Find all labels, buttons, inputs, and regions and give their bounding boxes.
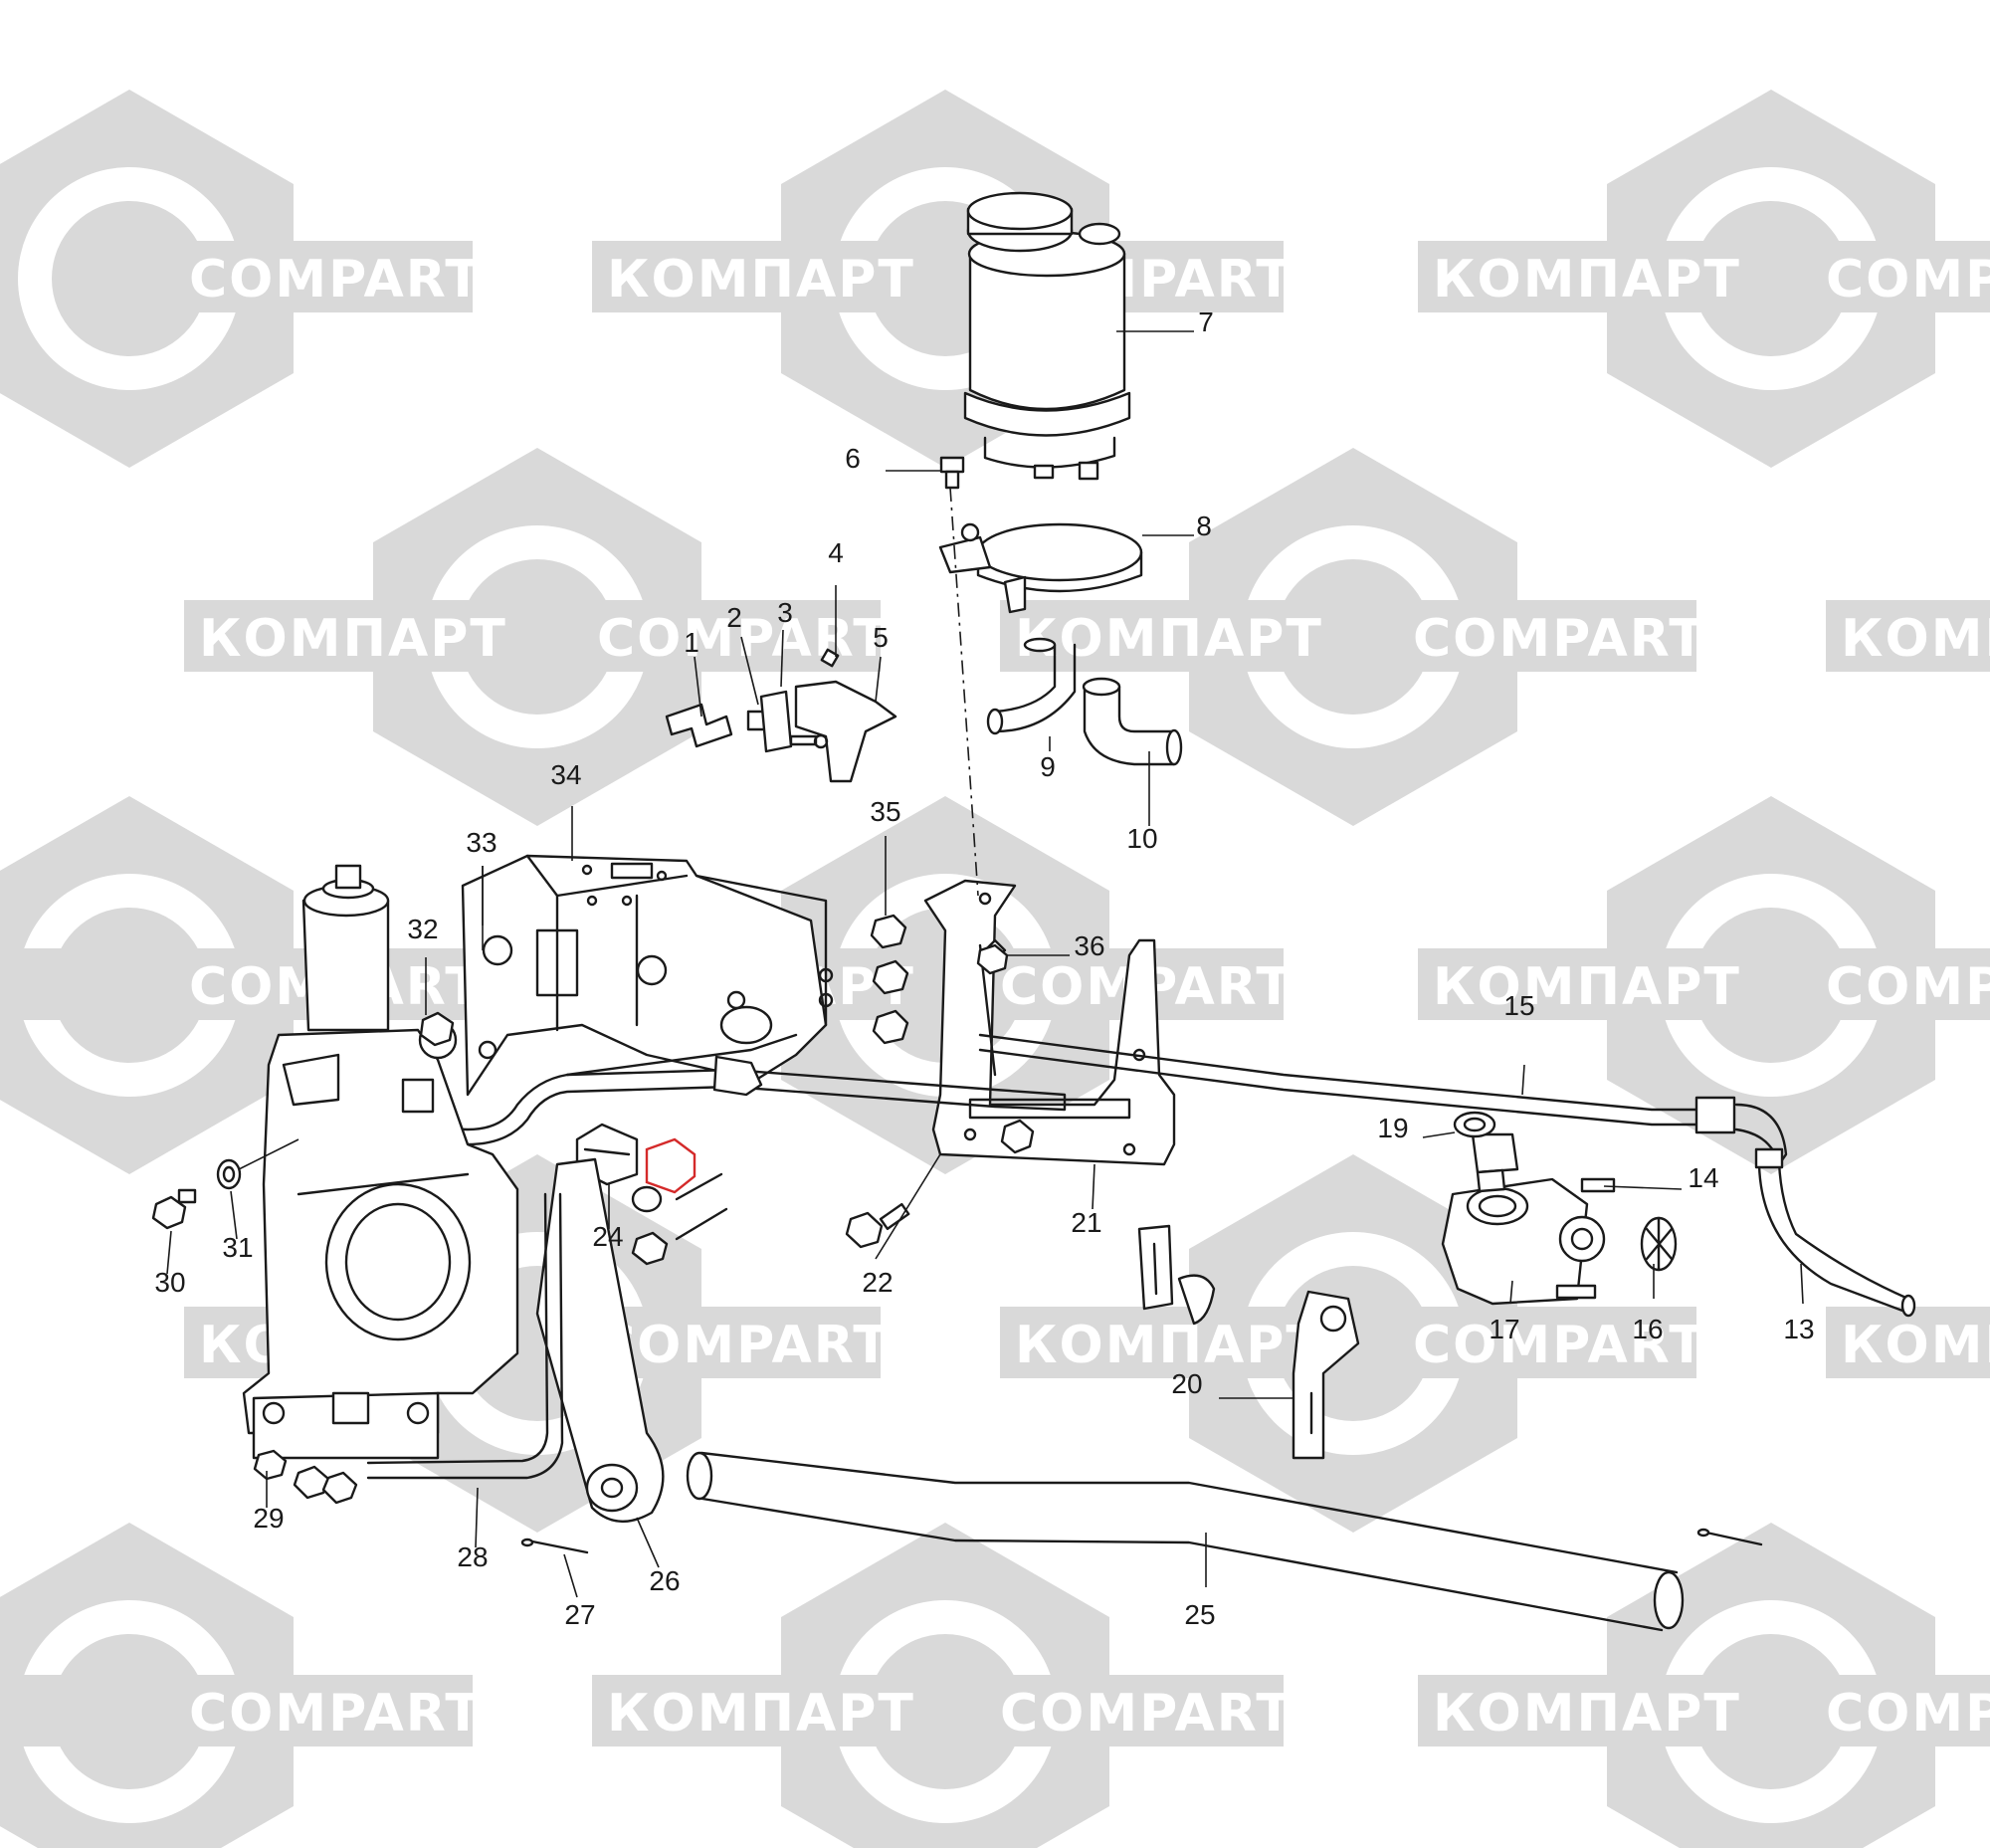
watermark-label: COMPART bbox=[1000, 1684, 1294, 1744]
parts-layer bbox=[151, 191, 1916, 1632]
callout-17: 17 bbox=[1489, 1314, 1519, 1344]
long-pipe-25 bbox=[686, 1451, 1685, 1632]
pipe-28 bbox=[366, 1192, 564, 1480]
bolt-6 bbox=[939, 456, 965, 490]
callout-2: 2 bbox=[726, 602, 742, 633]
watermark-label: КОМПАРТ bbox=[1433, 250, 1741, 309]
callout-14: 14 bbox=[1688, 1162, 1718, 1193]
callout-13: 13 bbox=[1783, 1314, 1814, 1344]
callout-3: 3 bbox=[777, 597, 793, 628]
callout-21: 21 bbox=[1071, 1207, 1101, 1238]
pulley-16 bbox=[1640, 1216, 1678, 1272]
watermark-label: COMPART bbox=[189, 1684, 483, 1744]
callout-4: 4 bbox=[828, 537, 844, 568]
hose-10 bbox=[1082, 677, 1183, 766]
callout-31: 31 bbox=[222, 1232, 253, 1263]
callout-1: 1 bbox=[684, 627, 699, 658]
hose-13 bbox=[1754, 1147, 1916, 1318]
callout-32: 32 bbox=[407, 914, 438, 944]
pitman-arm bbox=[535, 1157, 665, 1524]
callout-33: 33 bbox=[466, 827, 497, 858]
leader-lines bbox=[166, 330, 1804, 1598]
highlighted-part-marker bbox=[631, 1137, 728, 1266]
watermark-label: COMPART bbox=[1826, 1684, 1990, 1744]
nut-36 bbox=[976, 943, 1009, 975]
watermark-label: КОМПАРТ bbox=[199, 609, 507, 669]
callout-9: 9 bbox=[1040, 751, 1056, 782]
bolt-30 bbox=[151, 1188, 197, 1230]
callout-19: 19 bbox=[1377, 1113, 1408, 1143]
watermark-layer: COMPART КОМПАРТ COMPART КОМПАРТ COMPART КОМПА… bbox=[0, 90, 1990, 1848]
callout-26: 26 bbox=[649, 1565, 680, 1596]
watermark-label: КОМПАРТ bbox=[607, 1684, 915, 1744]
watermark-label: КОМПАРТ bbox=[1015, 609, 1323, 669]
power-steering-pump bbox=[1441, 1132, 1616, 1306]
bracket-assembly-1-5 bbox=[665, 648, 897, 783]
callout-20: 20 bbox=[1171, 1368, 1202, 1399]
watermark-label: COMPART bbox=[1413, 1316, 1706, 1375]
callout-22: 22 bbox=[862, 1267, 893, 1298]
pressure-pipe-15 bbox=[978, 1033, 1788, 1166]
callout-15: 15 bbox=[1503, 990, 1534, 1021]
callout-35: 35 bbox=[870, 796, 900, 827]
callout-24: 24 bbox=[592, 1221, 623, 1252]
watermark-label: КОМПАРТ bbox=[1841, 1316, 1990, 1375]
watermark-label: COMPART bbox=[597, 609, 891, 669]
watermark-label: COMPART bbox=[1413, 609, 1706, 669]
mounting-frame bbox=[461, 854, 834, 1097]
watermark-label: КОМПАРТ bbox=[607, 250, 915, 309]
callout-25: 25 bbox=[1184, 1599, 1215, 1630]
washer-31 bbox=[216, 1158, 242, 1190]
callout-30: 30 bbox=[154, 1267, 185, 1298]
callout-34: 34 bbox=[550, 759, 581, 790]
callout-7: 7 bbox=[1198, 307, 1214, 337]
watermark-label: КОМПАРТ bbox=[1433, 957, 1741, 1017]
callout-10: 10 bbox=[1126, 823, 1157, 854]
callout-8: 8 bbox=[1196, 511, 1212, 541]
watermark-label: КОМПАРТ bbox=[1841, 609, 1990, 669]
callout-29: 29 bbox=[253, 1503, 284, 1534]
watermark-label: КОМПАРТ bbox=[1433, 1684, 1741, 1744]
callout-28: 28 bbox=[457, 1541, 488, 1572]
steering-gearbox bbox=[242, 864, 519, 1505]
seal-19 bbox=[1453, 1111, 1496, 1138]
callout-5: 5 bbox=[873, 622, 889, 653]
callout-16: 16 bbox=[1632, 1314, 1663, 1344]
bracket-20 bbox=[1137, 1224, 1360, 1460]
reservoir-tank bbox=[963, 191, 1131, 481]
nuts-35 bbox=[870, 914, 909, 1045]
callout-6: 6 bbox=[845, 443, 861, 474]
callout-27: 27 bbox=[564, 1599, 595, 1630]
watermark-label: COMPART bbox=[1826, 957, 1990, 1017]
cotter-pins bbox=[520, 1528, 1763, 1554]
watermark-label: КОМПАРТ bbox=[1015, 1316, 1323, 1375]
watermark-label: COMPART bbox=[597, 1316, 891, 1375]
hose-9 bbox=[986, 637, 1077, 735]
callout-36: 36 bbox=[1074, 930, 1104, 961]
bolt-22 bbox=[845, 1202, 910, 1249]
watermark-label: COMPART bbox=[1826, 250, 1990, 309]
watermark-label: COMPART bbox=[189, 250, 483, 309]
bolt-32 bbox=[419, 1011, 455, 1047]
reservoir-bracket bbox=[938, 522, 1143, 614]
